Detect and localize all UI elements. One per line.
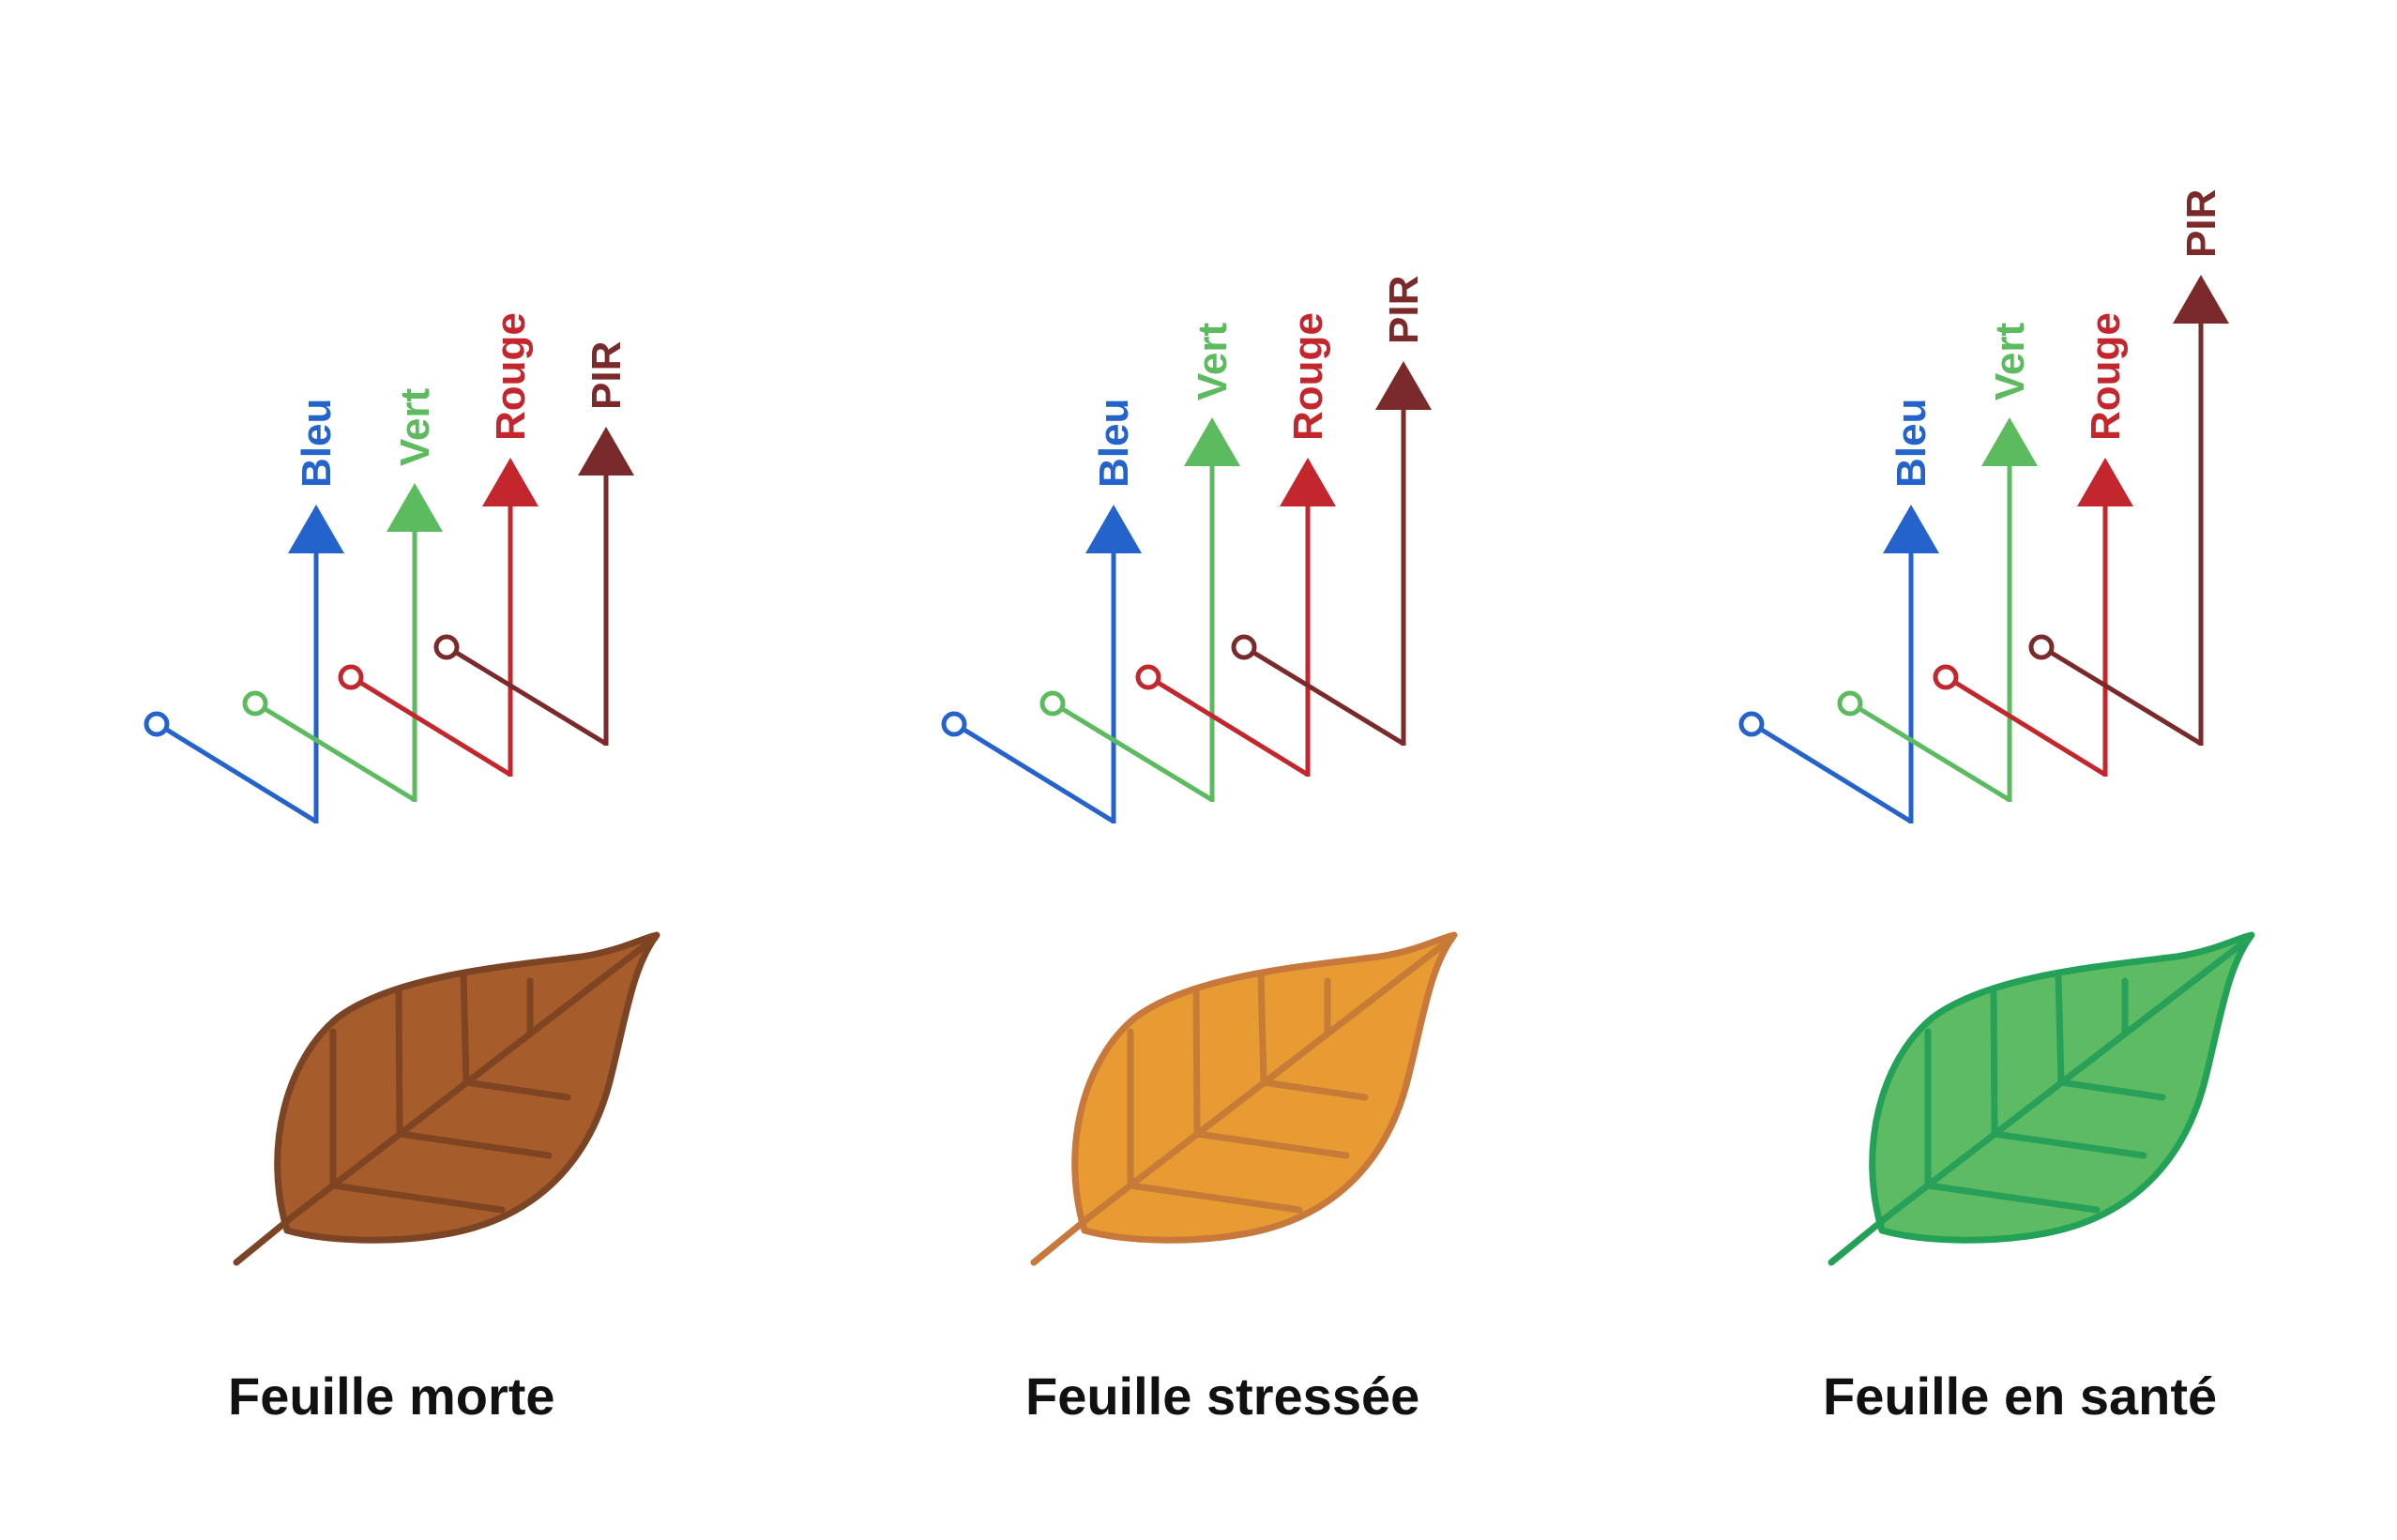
band-label-bleu: Bleu (1889, 399, 1934, 488)
band-bleu: Bleu (941, 399, 1142, 824)
leaf-caption: Feuille stressée (1025, 1366, 1419, 1426)
incident-ray-origin-pir (433, 634, 460, 660)
arrowhead-rouge (1280, 458, 1336, 506)
incident-ray-pir (2048, 649, 2203, 747)
reflectance-arrows: Bleu Vert Rouge PIR (1738, 189, 2229, 824)
band-label-vert: Vert (392, 387, 438, 466)
incident-ray-origin-vert (1039, 690, 1066, 717)
leaf-stem (1030, 1213, 1094, 1266)
incident-ray-origin-vert (1837, 690, 1863, 717)
arrowhead-vert (1184, 417, 1240, 466)
band-rouge: Rouge (1135, 312, 1336, 778)
arrowhead-pir (1375, 361, 1432, 410)
band-vert: Vert (242, 387, 443, 803)
healthy-leaf-icon (1828, 931, 2255, 1266)
leaf-caption: Feuille morte (228, 1366, 555, 1426)
incident-ray-rouge (1155, 679, 1310, 778)
incident-ray-pir (453, 649, 608, 747)
incident-ray-bleu (961, 726, 1115, 824)
arrowhead-rouge (482, 458, 539, 506)
reflectance-arrows: Bleu Vert Rouge PIR (941, 276, 1432, 824)
band-bleu: Bleu (144, 399, 344, 824)
band-pir: PIR (2028, 189, 2229, 747)
panel-3: Bleu Vert Rouge PIR Feuille en santé (1738, 189, 2255, 1426)
dead-leaf-icon (233, 931, 660, 1266)
incident-ray-rouge (357, 679, 512, 778)
incident-ray-rouge (1952, 679, 2107, 778)
incident-ray-bleu (163, 726, 318, 824)
reflectance-arrows: Bleu Vert Rouge PIR (144, 312, 634, 824)
band-vert: Vert (1837, 322, 2038, 803)
arrowhead-pir (578, 427, 634, 476)
arrowhead-vert (1981, 417, 2038, 466)
band-label-vert: Vert (1190, 322, 1236, 400)
band-rouge: Rouge (338, 312, 539, 778)
incident-ray-origin-pir (1231, 634, 1257, 660)
incident-ray-origin-rouge (1933, 664, 1959, 690)
incident-ray-origin-rouge (338, 664, 364, 690)
stressed-leaf-icon (1030, 931, 1458, 1266)
leaf-stem (1828, 1213, 1891, 1266)
band-label-rouge: Rouge (488, 312, 534, 441)
band-bleu: Bleu (1738, 399, 1939, 824)
leaf-caption: Feuille en santé (1823, 1366, 2217, 1426)
arrowhead-rouge (2077, 458, 2133, 506)
incident-ray-bleu (1758, 726, 1913, 824)
arrowhead-vert (387, 483, 443, 532)
leaf-veins (289, 934, 659, 1220)
incident-ray-origin-rouge (1135, 664, 1161, 690)
incident-ray-origin-bleu (144, 711, 170, 737)
band-label-pir: PIR (1381, 276, 1427, 344)
band-label-pir: PIR (584, 341, 630, 410)
incident-ray-origin-vert (242, 690, 268, 717)
incident-ray-vert (262, 705, 417, 803)
incident-ray-vert (1857, 705, 2011, 803)
arrowhead-bleu (1883, 505, 1939, 553)
band-pir: PIR (433, 341, 634, 747)
arrowhead-bleu (1085, 505, 1142, 553)
band-label-bleu: Bleu (294, 399, 340, 488)
incident-ray-pir (1251, 649, 1405, 747)
arrowhead-pir (2173, 275, 2229, 324)
band-label-bleu: Bleu (1091, 399, 1137, 488)
band-label-rouge: Rouge (1285, 312, 1331, 441)
band-label-rouge: Rouge (2083, 312, 2129, 441)
incident-ray-vert (1059, 705, 1214, 803)
panel-1: Bleu Vert Rouge PIR Feuille morte (144, 312, 660, 1426)
band-label-vert: Vert (1987, 322, 2033, 400)
leaf-veins (1086, 934, 1456, 1220)
incident-ray-origin-bleu (941, 711, 967, 737)
incident-ray-origin-pir (2028, 634, 2055, 660)
arrowhead-bleu (288, 505, 344, 553)
band-vert: Vert (1039, 322, 1240, 803)
leaf-stem (233, 1213, 296, 1266)
band-label-pir: PIR (2178, 189, 2224, 258)
leaf-veins (1884, 934, 2253, 1220)
panel-2: Bleu Vert Rouge PIR Feuille stressée (941, 276, 1458, 1426)
band-rouge: Rouge (1933, 312, 2133, 778)
incident-ray-origin-bleu (1738, 711, 1765, 737)
band-pir: PIR (1231, 276, 1432, 747)
